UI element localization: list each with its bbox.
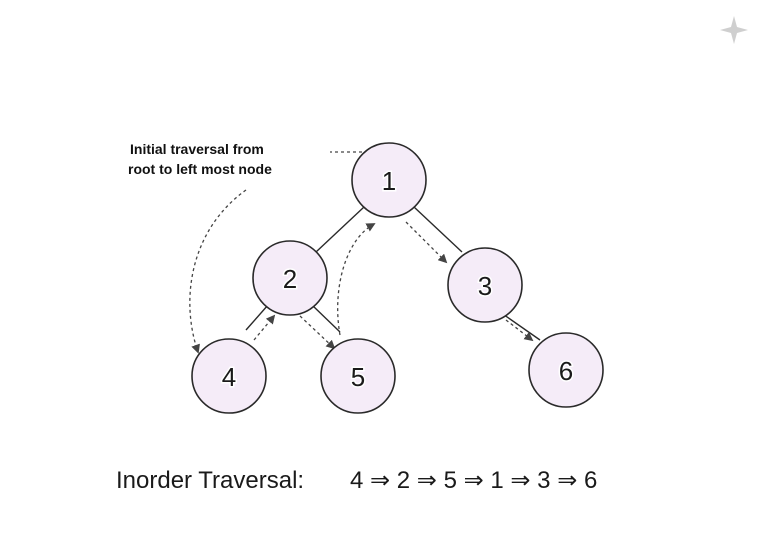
node-label-1: 1: [382, 166, 396, 196]
traversal-4-to-2: [253, 314, 276, 341]
node-label-3: 3: [478, 271, 492, 301]
tree-node-3: 3: [447, 247, 523, 323]
node-label-2: 2: [283, 264, 297, 294]
edge-2-4: [245, 304, 269, 331]
tree-node-5: 5: [320, 338, 396, 414]
tree-node-4: 4: [191, 338, 267, 414]
traversal-3-to-6: [505, 319, 534, 342]
tree-node-1: 1: [351, 142, 427, 218]
tree-node-2: 2: [252, 240, 328, 316]
edge-1-3: [413, 206, 463, 253]
traversal-1-to-3: [405, 221, 448, 264]
sparkle-icon: [720, 16, 748, 44]
inorder-traversal-sequence: 4 ⇒ 2 ⇒ 5 ⇒ 1 ⇒ 3 ⇒ 6: [350, 467, 597, 494]
traversal-5-to-1: [337, 223, 376, 336]
node-label-6: 6: [559, 356, 573, 386]
edge-2-5: [311, 304, 341, 333]
node-label-4: 4: [222, 362, 236, 392]
traversal-root-to-leftmost: [189, 151, 362, 352]
traversal-2-to-5: [299, 315, 336, 350]
inorder-traversal-label: Inorder Traversal:: [116, 467, 304, 494]
annotation-line-2: root to left most node: [128, 161, 272, 177]
annotation-line-1: Initial traversal from: [130, 141, 264, 157]
node-label-5: 5: [351, 362, 365, 392]
tree-node-6: 6: [528, 332, 604, 408]
edge-1-2: [315, 206, 365, 253]
